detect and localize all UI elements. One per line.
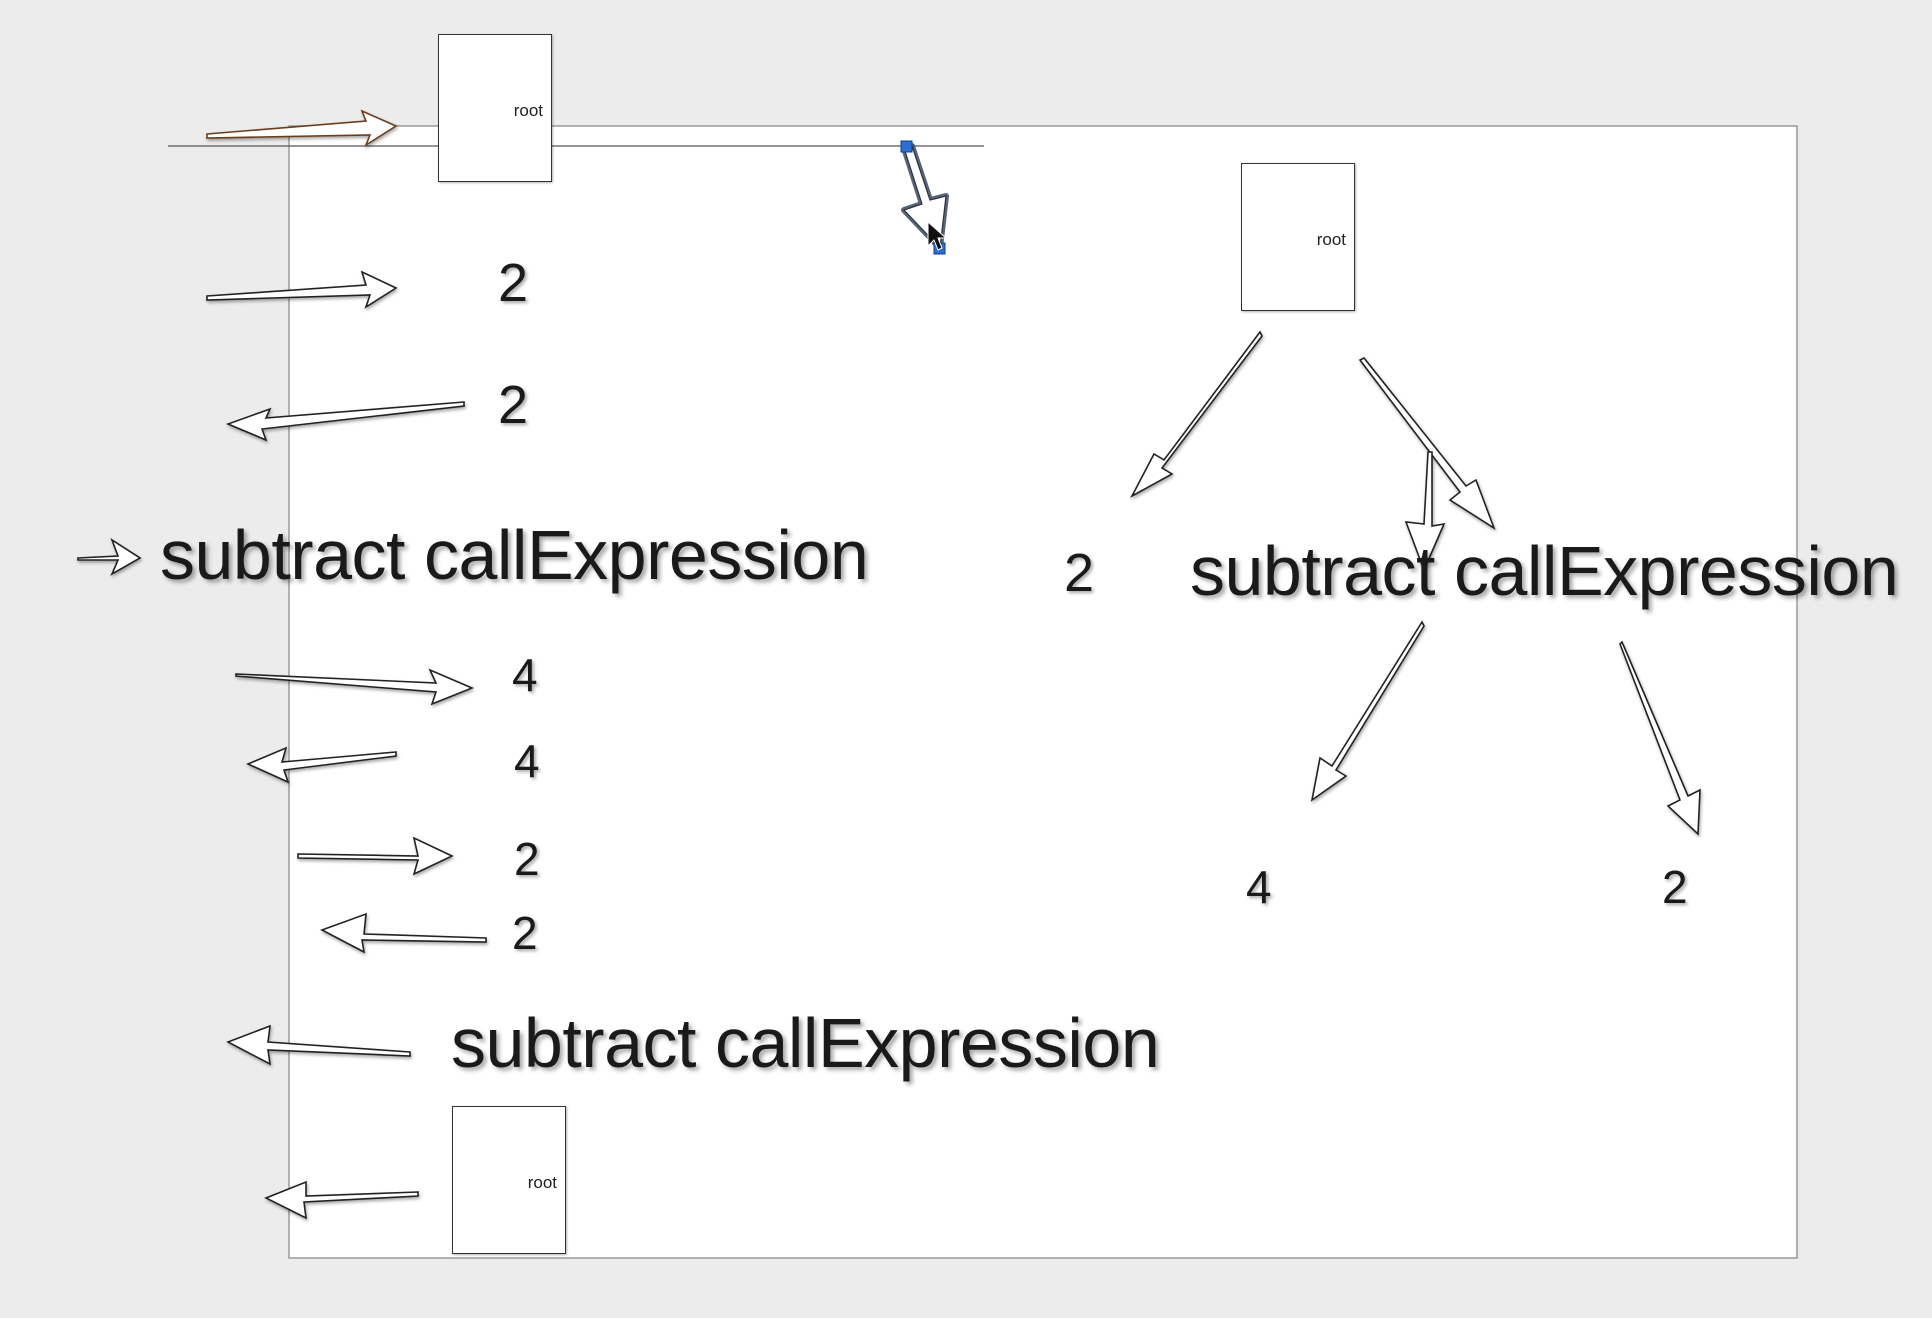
seq-value-2-a: 2 <box>498 253 529 313</box>
slide-area <box>288 125 1798 1259</box>
seq-value-4-a: 4 <box>512 649 538 701</box>
root-box-bottom: root <box>452 1106 566 1254</box>
tree-arrow-expr-to-4 <box>1310 620 1425 802</box>
tree-root-label: root <box>1316 230 1346 249</box>
tree-arrow-expr-down <box>1404 451 1446 573</box>
seq-expression-b: subtract callExpression <box>451 1004 1160 1082</box>
selection-handle-start[interactable] <box>900 140 913 153</box>
tree-root-box: root <box>1241 163 1355 311</box>
tree-grandchild-left: 4 <box>1246 861 1272 913</box>
tree-arrow-root-to-2 <box>1130 330 1263 498</box>
arrow-left-2 <box>225 401 465 442</box>
seq-value-2-d: 2 <box>512 907 538 959</box>
tree-grandchild-right: 2 <box>1662 861 1688 913</box>
seq-value-4-b: 4 <box>514 735 540 787</box>
arrow-left-root <box>264 1180 419 1220</box>
arrow-right-4 <box>235 668 475 706</box>
tree-arrow-root-to-expr <box>1358 356 1496 530</box>
tree-arrow-expr-to-2 <box>1619 640 1701 836</box>
arrow-right-root <box>206 109 398 147</box>
arrow-left-2b <box>320 912 487 954</box>
tree-right-child: subtract callExpression <box>1190 532 1899 610</box>
arrow-right-expr <box>77 538 142 576</box>
root-box-label: root <box>513 101 543 120</box>
arrow-right-2 <box>206 270 398 309</box>
selected-arrow-icon[interactable] <box>900 140 949 255</box>
seq-value-2-b: 2 <box>498 375 529 435</box>
seq-expression-a: subtract callExpression <box>160 516 869 594</box>
tree-left-child: 2 <box>1064 543 1095 603</box>
root-box-top: root <box>438 34 552 182</box>
seq-value-2-c: 2 <box>514 833 540 885</box>
arrow-left-4 <box>245 746 397 784</box>
arrow-left-expr <box>226 1024 411 1066</box>
mouse-pointer-icon <box>927 220 948 251</box>
arrow-right-2b <box>297 836 454 876</box>
root-box-label: root <box>527 1173 557 1192</box>
